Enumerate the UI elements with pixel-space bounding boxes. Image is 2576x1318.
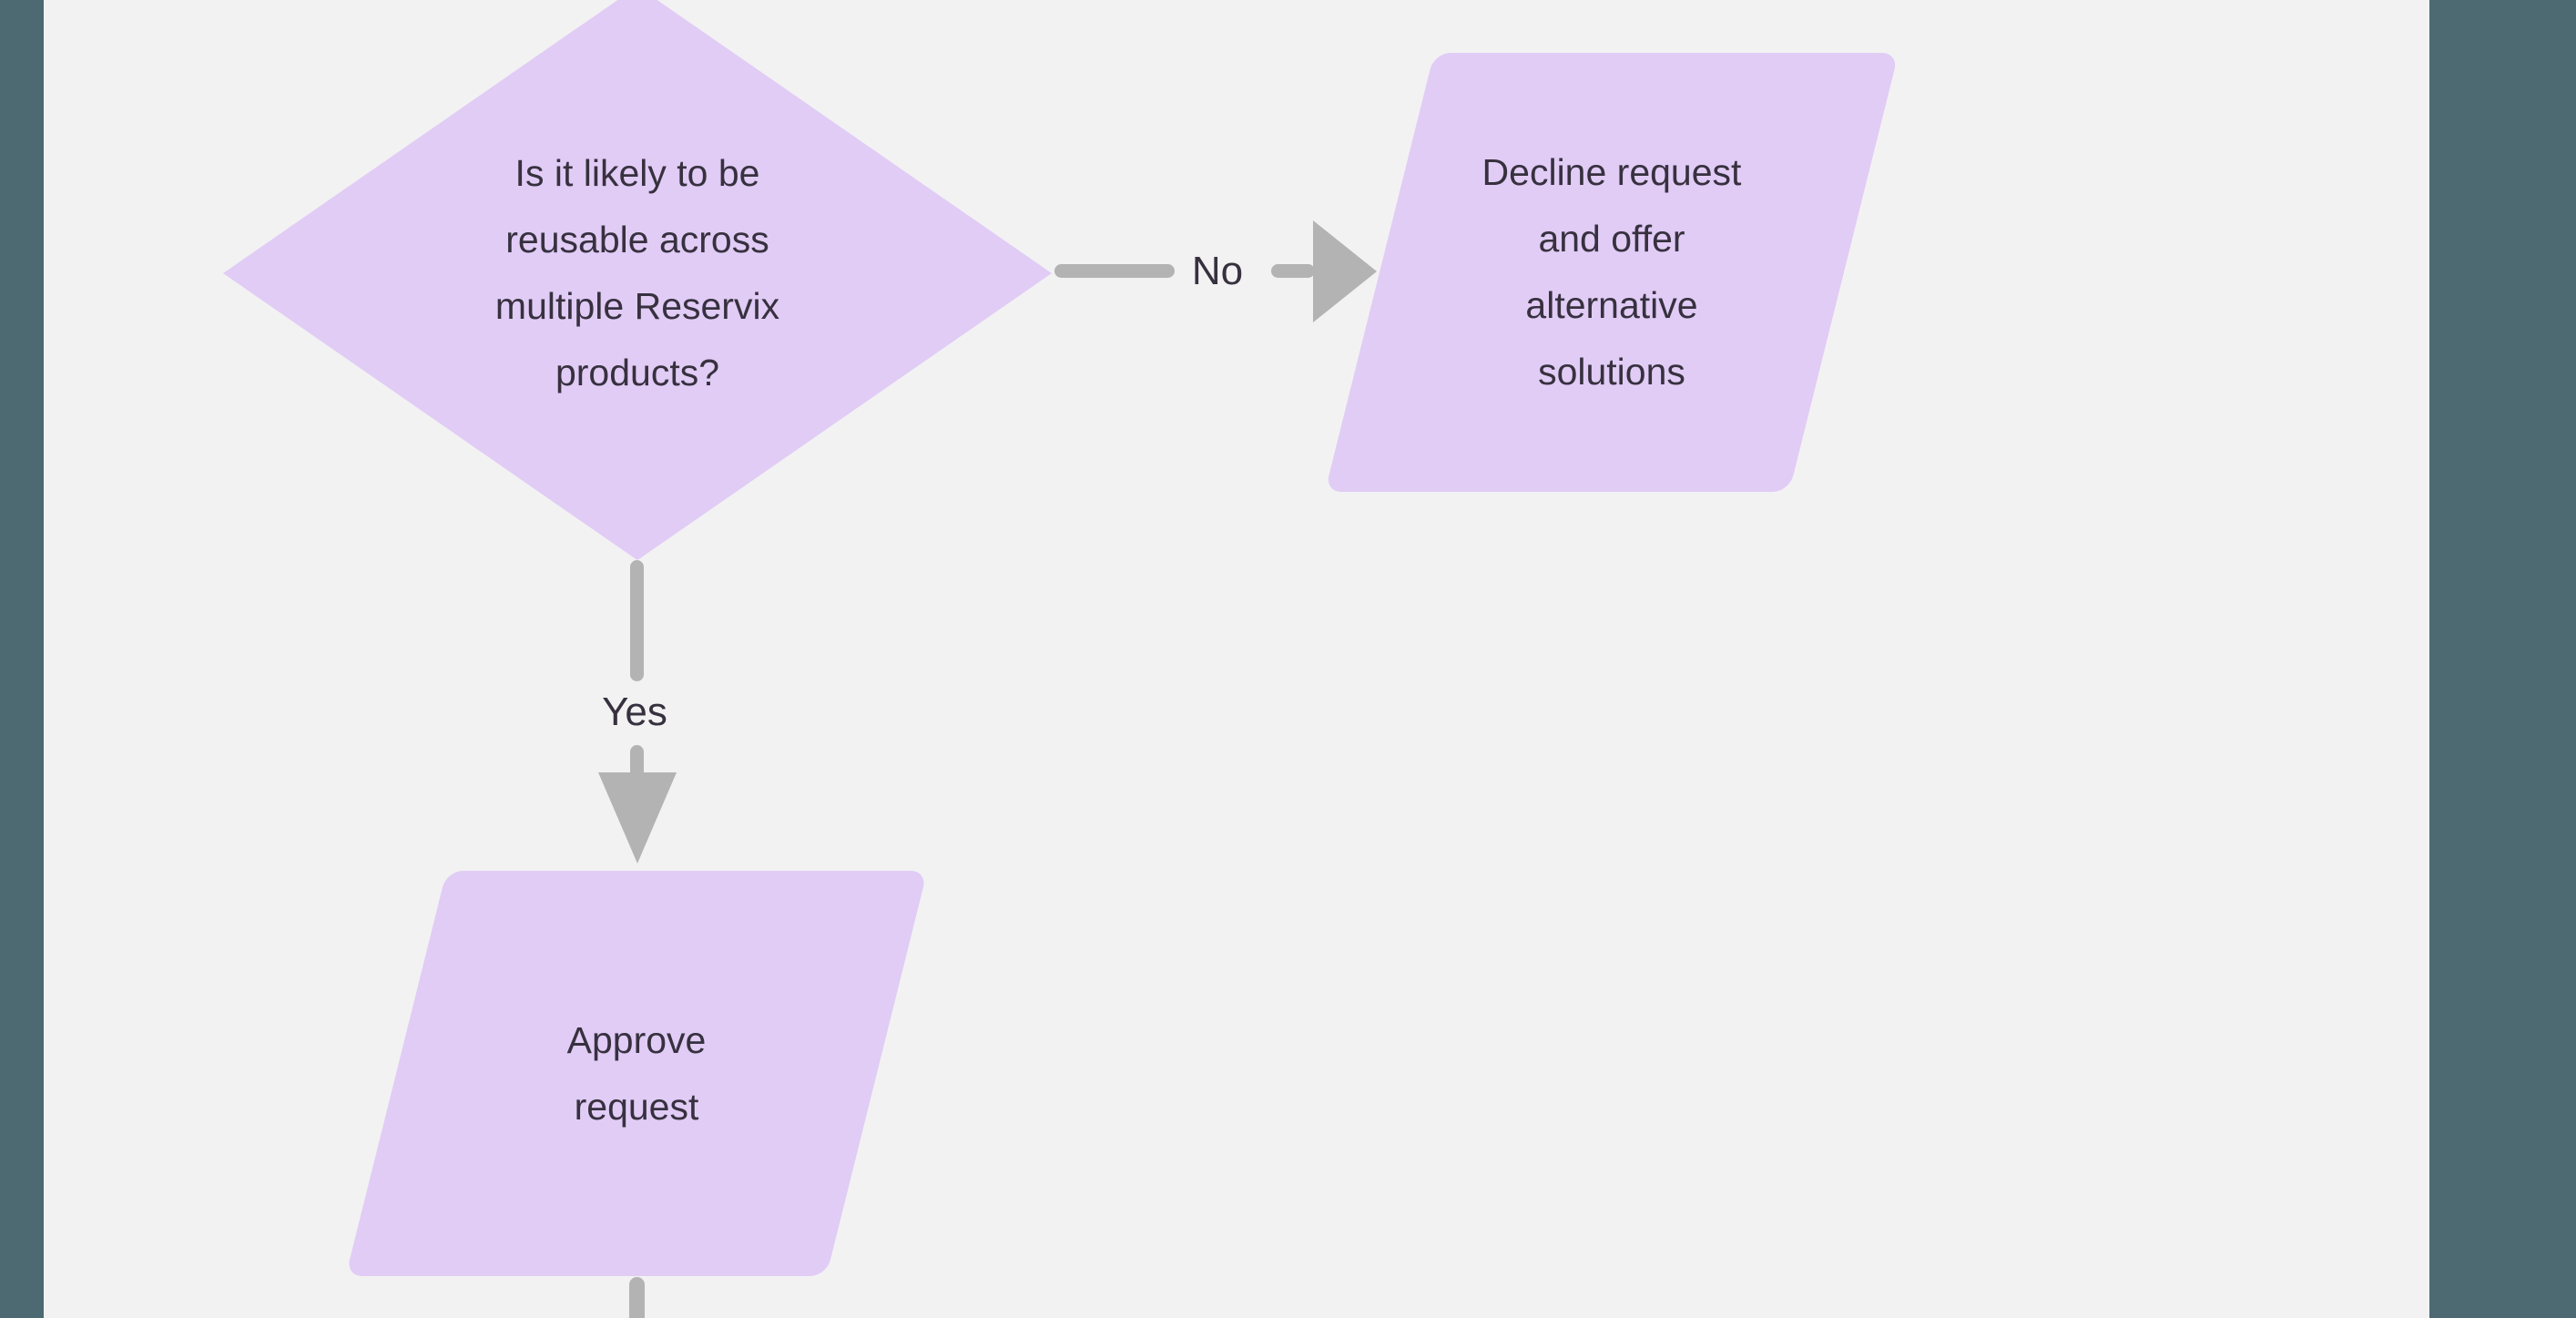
decision-node-label-line: products?	[555, 352, 720, 393]
no-connector-line-start[interactable]	[1054, 264, 1175, 278]
approve-node-content: Approve request	[396, 871, 877, 1276]
arrow-head-down-icon	[598, 772, 677, 863]
no-connector-line-end[interactable]	[1271, 264, 1315, 278]
approve-node[interactable]: Approve request	[345, 871, 928, 1276]
decline-node-label-line: Decline request	[1481, 151, 1742, 193]
approve-node-label-line: request	[574, 1085, 699, 1128]
decline-node-label-line: alternative	[1525, 284, 1698, 326]
approve-node-label-line: Approve	[566, 1018, 707, 1061]
decision-node-label-line: Is it likely to be	[514, 152, 760, 194]
decline-node-label-line: and offer	[1538, 218, 1685, 260]
right-side-panel	[2429, 0, 2576, 1318]
no-connector-label: No	[1191, 249, 1244, 293]
decision-node-label-line: multiple Reservix	[494, 285, 780, 327]
decision-node-reusable-question[interactable]: Is it likely to be reusable across multi…	[223, 0, 1052, 560]
decline-node[interactable]: Decline request and offer alternative so…	[1324, 53, 1899, 492]
yes-connector-line-start[interactable]	[630, 560, 644, 681]
arrow-head-right-icon	[1313, 220, 1377, 322]
decision-node-label-line: reusable across	[505, 219, 769, 261]
decline-node-label-line: solutions	[1538, 351, 1685, 393]
left-side-panel	[0, 0, 44, 1318]
outgoing-connector-stub[interactable]	[629, 1277, 645, 1318]
decline-node-content: Decline request and offer alternative so…	[1380, 53, 1844, 492]
yes-connector-label: Yes	[602, 690, 667, 734]
